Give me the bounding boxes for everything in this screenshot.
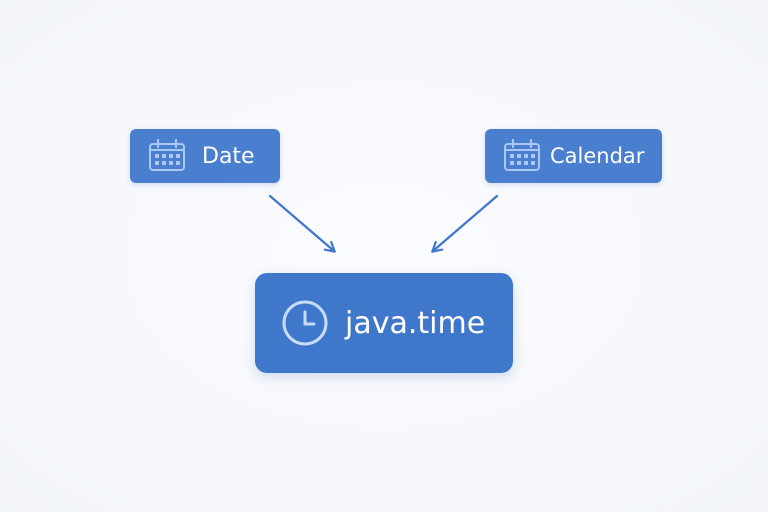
- calendar-icon: [503, 139, 541, 173]
- arrow-date-to-java-time: [268, 194, 334, 251]
- node-java-time: java.time: [255, 273, 513, 373]
- arrow-calendar-to-java-time: [433, 194, 499, 251]
- calendar-icon: [148, 139, 186, 173]
- clock-icon: [279, 297, 331, 349]
- node-java-time-label: java.time: [345, 305, 486, 341]
- node-date-label: Date: [202, 143, 255, 169]
- node-date: Date: [130, 129, 280, 183]
- node-calendar: Calendar: [485, 129, 662, 183]
- node-calendar-label: Calendar: [550, 144, 645, 168]
